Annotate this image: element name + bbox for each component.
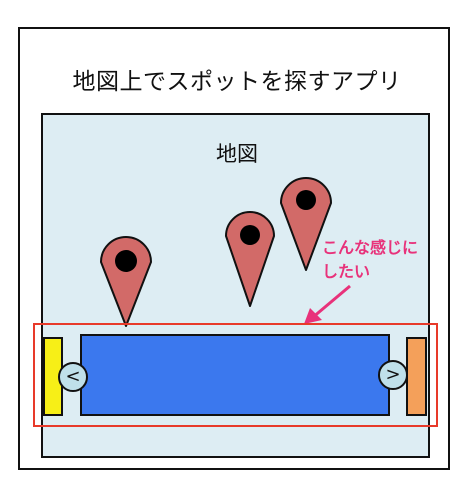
annotation-line: こんな感じに	[322, 238, 419, 257]
map-pin-icon[interactable]	[279, 176, 333, 272]
annotation-line: したい	[322, 262, 371, 281]
app-title: 地図上でスポットを探すアプリ	[72, 69, 402, 95]
chevron-right-icon: >	[385, 364, 401, 385]
map-label: 地図	[216, 142, 258, 166]
annotation-arrow-icon	[304, 284, 351, 324]
carousel-prev-button[interactable]: <	[58, 362, 88, 392]
highlight-box	[33, 323, 438, 427]
carousel-next-button[interactable]: >	[378, 360, 408, 390]
carousel-card-current[interactable]	[80, 334, 390, 416]
annotation-note: こんな感じに したい	[322, 236, 442, 284]
chevron-left-icon: <	[65, 366, 81, 387]
map-pin-icon[interactable]	[224, 210, 276, 308]
map-pin-icon[interactable]	[98, 234, 154, 328]
